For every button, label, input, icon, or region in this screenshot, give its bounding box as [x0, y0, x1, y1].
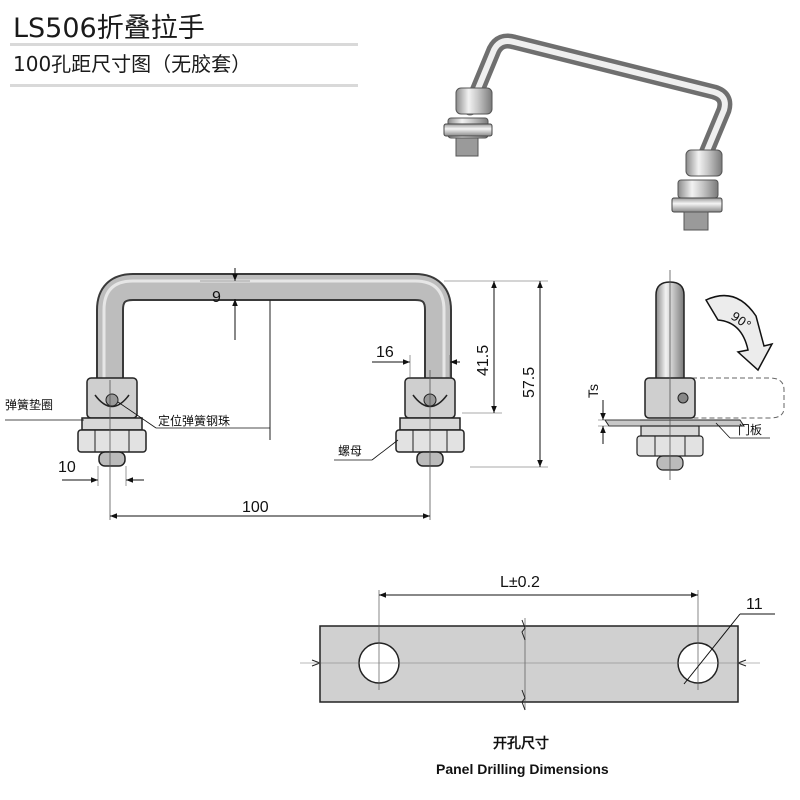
panel-label: 门板 — [738, 422, 762, 437]
front-view — [77, 273, 465, 520]
spring-washer-label: 弹簧垫圈 — [5, 397, 53, 412]
product-title: LS506折叠拉手 — [13, 13, 205, 44]
callout-nut: 螺母 — [334, 439, 399, 461]
length-tolerance-label: L±0.2 — [500, 574, 540, 591]
drilling-plate — [300, 590, 760, 711]
dim-100: 100 — [110, 499, 430, 519]
title-divider — [10, 43, 358, 46]
ts-label: Ts — [585, 384, 601, 398]
dim-16: 16 — [372, 344, 460, 378]
dim-9: 9 — [200, 268, 250, 340]
drilling-caption-cn: 开孔尺寸 — [493, 735, 549, 752]
dim-10-label: 10 — [58, 459, 76, 476]
spring-ball-label: 定位弹簧钢珠 — [158, 413, 230, 428]
dim-57-5-label: 57.5 — [521, 367, 538, 398]
callout-panel: 门板 — [715, 422, 770, 439]
rotation-arrow: 90° — [704, 294, 774, 372]
dim-length: L±0.2 — [379, 574, 698, 598]
drilling-caption-en: Panel Drilling Dimensions — [436, 761, 609, 777]
dim-ts: Ts — [585, 384, 640, 444]
dim-100-label: 100 — [242, 499, 269, 516]
product-subtitle: 100孔距尺寸图（无胶套） — [13, 52, 252, 76]
product-photo — [443, 33, 733, 231]
dim-41-5: 41.5 — [444, 280, 502, 414]
subtitle-divider — [10, 84, 358, 87]
nut-label: 螺母 — [338, 444, 362, 458]
hole-diameter-label: 11 — [746, 596, 763, 613]
dim-hole: 11 — [683, 596, 775, 685]
dim-16-label: 16 — [376, 344, 394, 361]
callout-spring-washer: 弹簧垫圈 — [5, 397, 84, 421]
callout-spring-ball: 定位弹簧钢珠 — [117, 401, 270, 429]
dim-57-5: 57.5 — [470, 280, 548, 468]
dim-10: 10 — [58, 459, 144, 486]
dim-41-5-label: 41.5 — [475, 345, 492, 376]
side-view — [604, 270, 785, 480]
dim-9-label: 9 — [212, 289, 221, 306]
